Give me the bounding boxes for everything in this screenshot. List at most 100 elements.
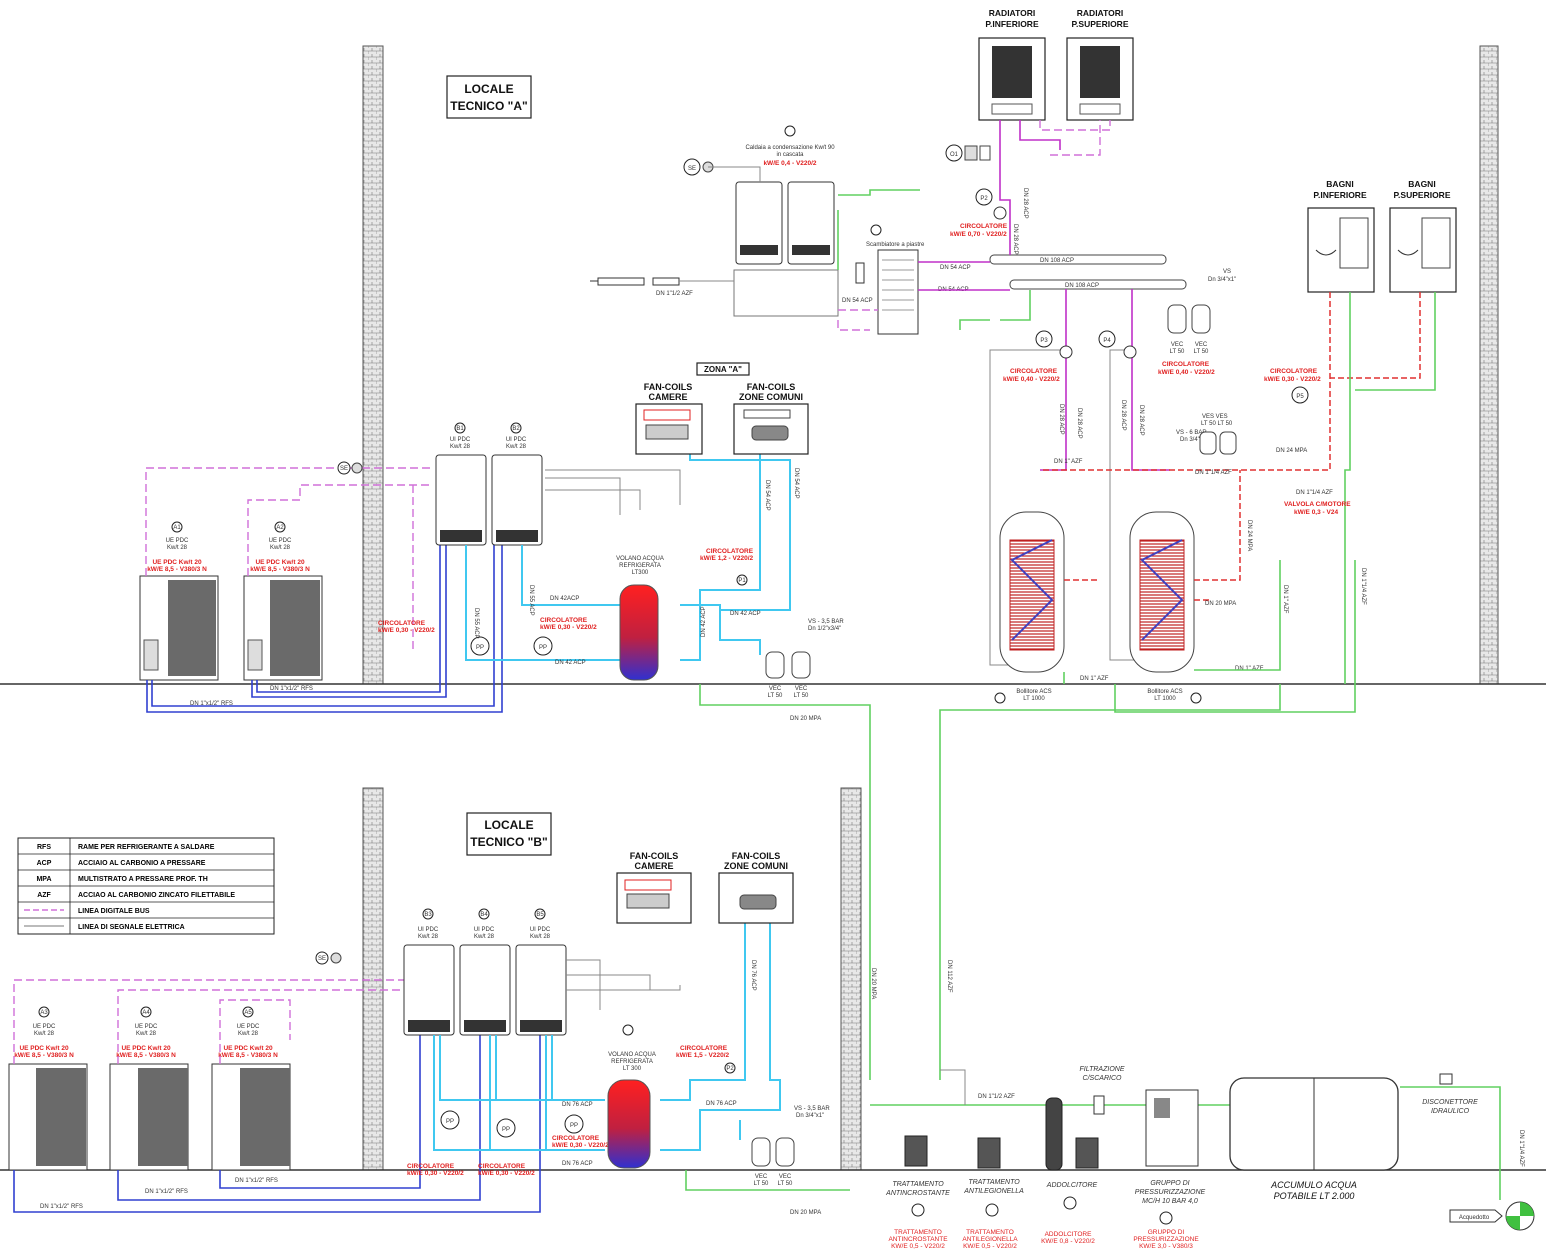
svg-text:VEC: VEC [779,1174,792,1180]
svg-text:DN 1" AZF: DN 1" AZF [1080,676,1109,682]
rfs-line-a2b [256,545,441,693]
wall-a-left [362,45,384,685]
svg-text:UE PDC: UE PDC [135,1024,158,1030]
svg-text:ADDOLCITORE: ADDOLCITORE [1046,1182,1098,1189]
svg-text:P.SUPERIORE: P.SUPERIORE [1071,19,1128,29]
svg-text:POTABILE LT 2.000: POTABILE LT 2.000 [1274,1191,1355,1201]
locale-b-title: LOCALE TECNICO "B" [466,812,552,856]
sensor-se-b: SE [315,951,342,965]
svg-text:ANTINCROSTANTE: ANTINCROSTANTE [885,1190,950,1197]
svg-text:kW/E 8,5 - V380/3 N: kW/E 8,5 - V380/3 N [116,1052,176,1059]
bollitore-1: Bollitore ACS LT 1000 [994,511,1065,704]
svg-text:kW/E 0,4 - V220/2: kW/E 0,4 - V220/2 [763,160,816,167]
svg-text:LT 1000: LT 1000 [1023,696,1045,702]
svg-text:A4: A4 [142,1010,150,1016]
sensor-se-a: SE [337,461,363,475]
circolatore-a-mid-1: CIRCOLATORE [540,617,588,624]
svg-text:PP: PP [446,1119,454,1125]
svg-text:TRATTAMENTO: TRATTAMENTO [892,1181,944,1188]
svg-text:Kw/t 28: Kw/t 28 [34,1031,55,1037]
legend-code: ACP [37,860,52,867]
svg-text:UE PDC: UE PDC [269,538,292,544]
wall-b-left [362,787,384,1171]
svg-text:PRESSURIZZAZIONE: PRESSURIZZAZIONE [1133,1236,1199,1243]
svg-text:DN 20 MPA: DN 20 MPA [790,716,821,722]
gas-inlet [597,277,645,286]
svg-text:GRUPPO DI: GRUPPO DI [1150,1180,1189,1187]
rfs-line-a2 [251,545,447,698]
svg-text:CIRCOLATORE: CIRCOLATORE [1270,368,1318,375]
bagni-inferiore: BAGNI P.INFERIORE [1307,179,1375,293]
svg-text:ADDOLCITORE: ADDOLCITORE [1045,1231,1092,1238]
legend-desc: LINEA DI SEGNALE ELETTRICA [78,924,185,931]
svg-text:kW/E 8,5 - V380/3 N: kW/E 8,5 - V380/3 N [250,566,310,573]
pump-p4: P4 [1098,330,1137,359]
svg-text:PP: PP [539,645,547,651]
svg-text:ANTILEGIONELLA: ANTILEGIONELLA [962,1236,1018,1243]
svg-text:BAGNI: BAGNI [1408,179,1435,189]
bus-line-a2 [247,484,432,576]
svg-text:ZONE COMUNI: ZONE COMUNI [739,392,803,402]
svg-text:A3: A3 [40,1010,48,1016]
svg-text:DN 28 ACP: DN 28 ACP [1138,405,1144,436]
svg-text:DN 1"1/4 AZF: DN 1"1/4 AZF [1195,470,1232,476]
svg-text:LT 50 LT 50: LT 50 LT 50 [1201,421,1233,427]
svg-text:UE PDC Kw/t 20: UE PDC Kw/t 20 [255,559,305,566]
legend-desc: MULTISTRATO A PRESSARE PROF. TH [78,876,208,883]
svg-text:DN 28 ACP: DN 28 ACP [1076,408,1082,439]
svg-text:ACCUMULO ACQUA: ACCUMULO ACQUA [1270,1180,1357,1190]
svg-text:DN 54 ACP: DN 54 ACP [842,298,873,304]
svg-text:FAN-COILS: FAN-COILS [732,851,781,861]
pump-pp-b3: PP [564,1114,584,1134]
svg-text:TRATTAMENTO: TRATTAMENTO [894,1229,942,1236]
svg-text:UI PDC: UI PDC [474,927,495,933]
indoor-unit-b4: B4 UI PDC Kw/t 28 [459,908,511,1036]
svg-text:UE PDC Kw/t 20: UE PDC Kw/t 20 [152,559,202,566]
svg-text:kW/E 1,5 - V220/2: kW/E 1,5 - V220/2 [676,1052,729,1059]
fancoils-comuni-b: FAN-COILS ZONE COMUNI [718,851,794,924]
svg-text:TRATTAMENTO: TRATTAMENTO [968,1179,1020,1186]
svg-text:CIRCOLATORE: CIRCOLATORE [552,1135,600,1142]
circolatore-a-left-2: kW/E 0,30 - V220/2 [378,627,435,634]
svg-text:CIRCOLATORE: CIRCOLATORE [478,1163,526,1170]
svg-text:RADIATORI: RADIATORI [1077,8,1123,18]
svg-text:LT 50: LT 50 [794,693,809,699]
svg-text:CIRCOLATORE: CIRCOLATORE [706,548,754,555]
svg-text:kW/E 0,30 - V220/2: kW/E 0,30 - V220/2 [1264,376,1321,383]
svg-text:LT 300: LT 300 [623,1066,642,1072]
accumulo-acqua: ACCUMULO ACQUA POTABILE LT 2.000 [1229,1077,1399,1201]
svg-text:LT 50: LT 50 [778,1181,793,1187]
svg-text:UE PDC Kw/t 20: UE PDC Kw/t 20 [223,1045,273,1052]
svg-text:ANTILEGIONELLA: ANTILEGIONELLA [963,1188,1024,1195]
svg-text:REFRIGERATA: REFRIGERATA [619,563,661,569]
indoor-unit-b1: B1 UI PDC Kw/t 28 [435,422,487,546]
outdoor-unit-a1: A1 UE PDC Kw/t 28 UE PDC Kw/t 20 kW/E 8,… [139,521,219,681]
svg-text:Kw/t 28: Kw/t 28 [450,444,471,450]
outdoor-unit-a4: A4 UE PDC Kw/t 28 UE PDC Kw/t 20 kW/E 8,… [109,1006,189,1171]
svg-text:LT300: LT300 [632,570,649,576]
svg-text:CIRCOLATORE: CIRCOLATORE [680,1045,728,1052]
svg-text:DN 28 ACP: DN 28 ACP [1120,400,1126,431]
svg-text:DN 28 ACP: DN 28 ACP [1058,404,1064,435]
locale-a-title: LOCALE TECNICO "A" [446,75,532,119]
svg-text:A2: A2 [276,525,284,531]
svg-text:DN 1"1/4 AZF: DN 1"1/4 AZF [1360,568,1366,605]
svg-text:DN 1"1/2 AZF: DN 1"1/2 AZF [656,291,693,297]
svg-text:Kw/t 28: Kw/t 28 [167,545,188,551]
svg-text:DN 24 MPA: DN 24 MPA [1246,520,1252,551]
svg-text:kW/E 0,70 - V220/2: kW/E 0,70 - V220/2 [950,231,1007,238]
legend-code: AZF [37,892,51,899]
label-rfs-a1: DN 1"x1/2" RFS [190,701,233,707]
cyan-a-fc [680,440,761,661]
radiatori-inferiore: RADIATORI P.INFERIORE [978,8,1046,121]
svg-text:UE PDC Kw/t 20: UE PDC Kw/t 20 [19,1045,69,1052]
collettore-2: DN 108 ACP [1009,279,1187,290]
svg-text:B1: B1 [456,426,464,432]
svg-text:kW/E 0,3 - V24: kW/E 0,3 - V24 [1294,509,1338,516]
svg-text:LT 50: LT 50 [1170,349,1185,355]
svg-text:Dn 3/4"x1": Dn 3/4"x1" [1208,277,1236,283]
svg-text:kW/E 8,5 - V380/3 N: kW/E 8,5 - V380/3 N [147,566,207,573]
acquedotto[interactable]: Acquedotto [1449,1201,1535,1231]
svg-text:P3: P3 [1040,338,1048,344]
